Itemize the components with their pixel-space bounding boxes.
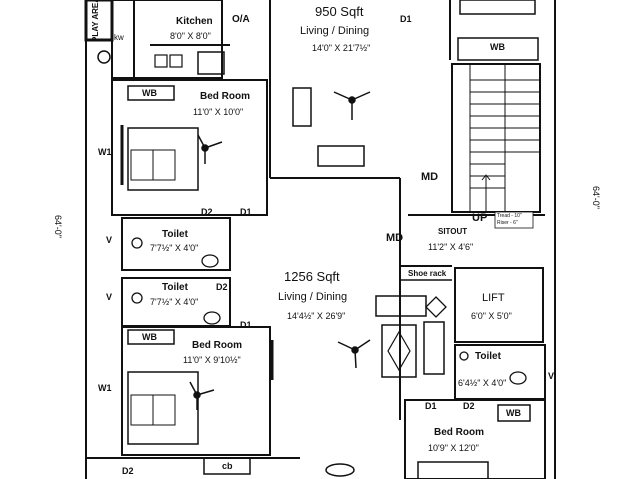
toilet-1-dim: 7'7½" X 4'0": [150, 243, 199, 253]
wb-bedroom-2: [127, 329, 175, 345]
kitchen-dim: 8'0" X 8'0": [170, 31, 211, 41]
dimension-right: 64'-0": [591, 186, 601, 209]
top-area: 950 Sqft: [315, 4, 364, 19]
toilet-1: [121, 217, 231, 271]
dimension-left: 64'-0": [53, 215, 63, 238]
top-living-dim: 14'0" X 21'7½": [312, 43, 371, 53]
wb-top-right: [457, 37, 539, 61]
vent-v-toilet-1: V: [106, 235, 113, 245]
door-d1-toilet-2: D1: [240, 320, 252, 330]
wb-bedroom-1: [127, 85, 175, 101]
toilet-2-dim: 7'7½" X 4'0": [150, 297, 199, 307]
main-living-title: Living / Dining: [278, 291, 348, 303]
stair-tread: Tread - 10": [497, 213, 522, 219]
lift-dim: 6'0" X 5'0": [471, 311, 512, 321]
toilet-1-title: Toilet: [162, 229, 188, 240]
bedroom-3-title: Bed Room: [434, 427, 484, 438]
wb-bedroom-2-label: WB: [142, 332, 157, 342]
bedroom-2-title: Bed Room: [192, 340, 242, 351]
lift-title: LIFT: [482, 292, 505, 304]
ceiling-fan-main: [337, 339, 371, 369]
window-w1-bedroom-1: W1: [98, 147, 112, 157]
coffee-table-inlay: [387, 330, 411, 372]
bedroom-2: [121, 326, 271, 456]
kitchen-title: Kitchen: [176, 16, 213, 27]
vent-v-toilet-3: V: [548, 371, 555, 381]
utility-vertical-label: PLAY AREA: [91, 0, 100, 42]
wb-bedroom-3-label: WB: [506, 408, 521, 418]
bedroom-1-title: Bed Room: [200, 91, 250, 102]
shoe-rack-label: Shoe rack: [408, 269, 447, 278]
bed-bedroom-1: [127, 127, 199, 191]
top-living-title: Living / Dining: [300, 25, 370, 37]
door-d2-bedroom-1: D2: [201, 207, 213, 217]
sofa-main: [375, 295, 427, 317]
bed-bedroom-3: [417, 461, 489, 479]
sofa-side: [423, 321, 445, 375]
bedroom-3-dim: 10'9" X 12'0": [428, 443, 479, 453]
bedroom-2-dim: 11'0" X 9'10½": [183, 355, 241, 365]
wb-bedroom-1-label: WB: [142, 88, 157, 98]
bedroom-1: [111, 79, 268, 216]
main-door-top: MD: [421, 171, 439, 183]
sitout-dim: 11'2" X 4'6": [428, 242, 474, 252]
vent-v-toilet-2: V: [106, 292, 113, 302]
kitchen-sink: [197, 51, 225, 75]
window-w1-bedroom-2: W1: [98, 383, 112, 393]
toilet-2-title: Toilet: [162, 282, 188, 293]
side-table: [425, 296, 447, 318]
main-living-dim: 14'4½" X 26'9": [287, 311, 346, 321]
cupboard-label: cb: [222, 461, 233, 471]
bedroom-3: [404, 399, 546, 479]
staircase: [451, 63, 541, 213]
bed-top-right: [459, 0, 536, 15]
chair-top: [292, 87, 312, 127]
kw-label: kw: [114, 33, 124, 42]
stair-up-label: UP: [472, 212, 488, 224]
wb-bedroom-3: [497, 404, 531, 422]
sitout-title: SITOUT: [438, 227, 468, 236]
bed-bedroom-2: [127, 371, 199, 445]
door-d2-bedroom-3: D2: [463, 401, 475, 411]
door-d1-top: D1: [400, 14, 412, 24]
toilet-3-title: Toilet: [475, 351, 501, 362]
sofa-top: [317, 145, 365, 167]
hob-burner-right: [169, 54, 183, 68]
wb-top-right-label: WB: [490, 42, 505, 52]
main-area: 1256 Sqft: [284, 269, 340, 284]
main-door-mid: MD: [386, 232, 404, 244]
hob-burner-left: [154, 54, 168, 68]
stair-note-box: [494, 211, 534, 229]
toilet-3-dim: 6'4½" X 4'0": [458, 378, 507, 388]
door-d2-bottom: D2: [122, 466, 134, 476]
door-d2-toilet-2: D2: [216, 282, 228, 292]
door-d1-bedroom-1: D1: [240, 207, 252, 217]
ceiling-fan-top: [333, 91, 371, 120]
lift-shaft: [454, 267, 544, 343]
bedroom-1-dim: 11'0" X 10'0": [193, 107, 244, 117]
door-d1-bedroom-3: D1: [425, 401, 437, 411]
stair-riser: Riser - 6": [497, 220, 518, 226]
kitchen-room: [111, 0, 223, 79]
coffee-table: [381, 324, 417, 378]
oa-label: O/A: [232, 14, 250, 25]
ceiling-fan-bottom: [325, 463, 355, 477]
ceiling-fan-bedroom-2: [189, 381, 215, 410]
ceiling-fan-bedroom-1: [197, 134, 223, 164]
washing-machine: [97, 50, 111, 64]
